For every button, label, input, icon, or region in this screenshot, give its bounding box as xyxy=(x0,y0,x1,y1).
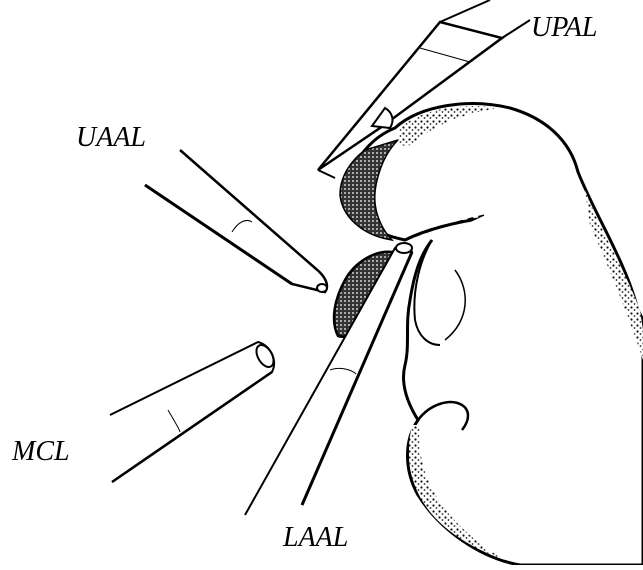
label-laal: LAAL xyxy=(283,524,348,552)
laal-sheath xyxy=(245,243,412,515)
label-mcl: MCL xyxy=(12,438,70,466)
kidney xyxy=(340,104,643,565)
label-upal: UPAL xyxy=(531,14,597,42)
label-uaal: UAAL xyxy=(76,124,146,152)
uaal-sheath xyxy=(145,150,327,292)
mcl-sheath xyxy=(110,342,277,482)
